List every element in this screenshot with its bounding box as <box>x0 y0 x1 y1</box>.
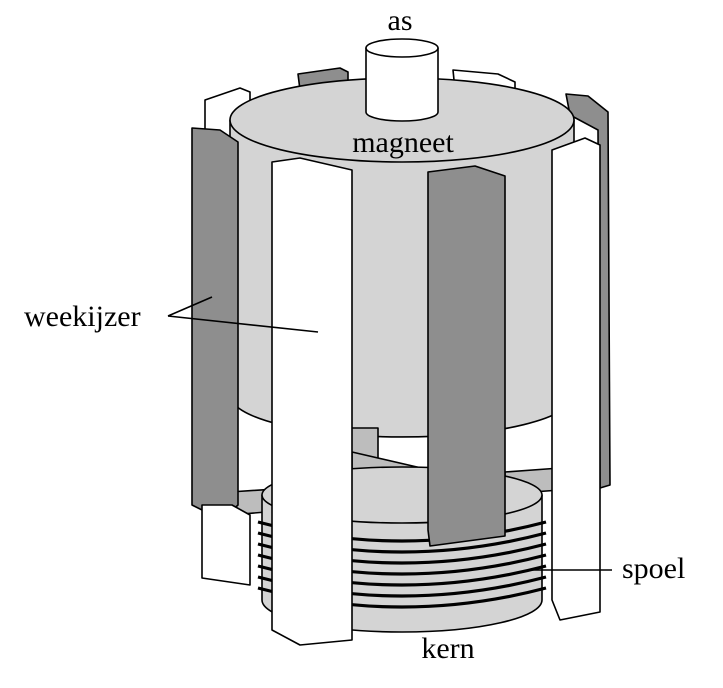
label-magneet: magneet <box>352 126 454 159</box>
bar-left-dark <box>191 127 239 521</box>
label-kern: kern <box>421 632 474 665</box>
shaft-top <box>365 38 439 58</box>
shaft-body <box>365 47 439 122</box>
bar-front-white <box>271 157 353 646</box>
leader-lines <box>167 296 612 571</box>
label-as: as <box>388 4 413 37</box>
leader-weekijzer-2 <box>167 315 319 333</box>
label-weekijzer: weekijzer <box>24 300 141 333</box>
label-spoel: spoel <box>622 552 685 585</box>
bar-right-white <box>551 137 601 621</box>
bar-center-dark <box>427 165 506 547</box>
bar-left-white-foot <box>201 504 251 586</box>
axis-shaft <box>365 38 439 122</box>
leader-weekijzer-1 <box>167 296 213 317</box>
front-soft-iron-bars <box>191 127 601 646</box>
